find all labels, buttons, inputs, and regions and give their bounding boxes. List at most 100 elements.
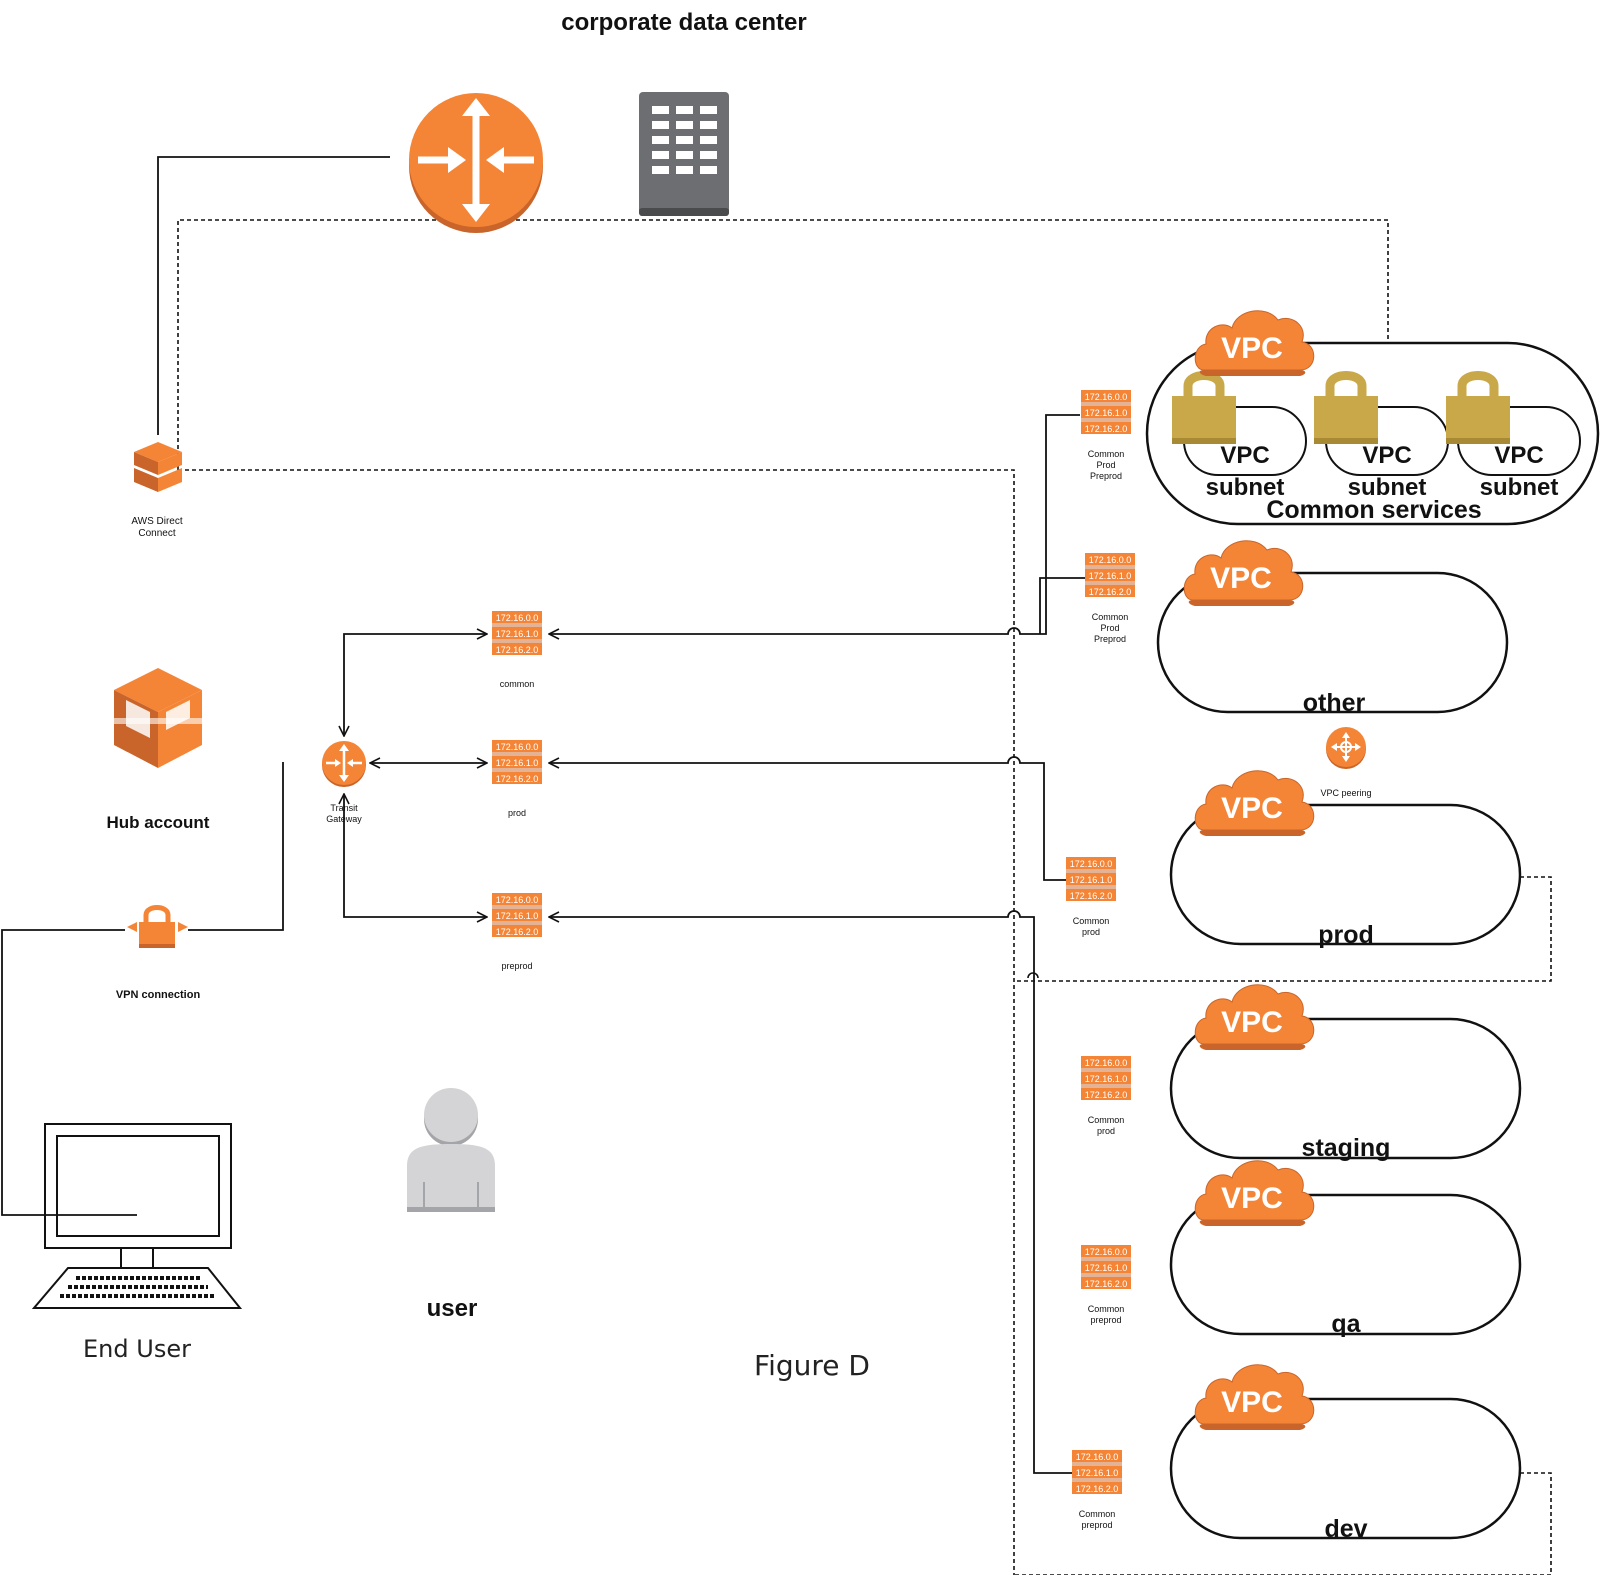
route-table-label: Common xyxy=(1088,449,1125,459)
route-table-label: Prod xyxy=(1100,623,1119,633)
end-user-label: End User xyxy=(83,1335,191,1363)
vpc-cloud-icon: VPC xyxy=(1194,770,1315,837)
vpc-prod: VPC prod xyxy=(1169,770,1522,949)
route-entry: 172.16.0.0 xyxy=(1089,555,1132,565)
computer-icon xyxy=(31,1123,243,1309)
route-table-label: preprod xyxy=(1090,1315,1121,1325)
subnet-label-line-2: subnet xyxy=(1348,474,1427,501)
vpc-route-table: 172.16.0.0 172.16.1.0 172.16.2.0CommonProd… xyxy=(1081,390,1131,481)
route-entry: 172.16.0.0 xyxy=(1076,1452,1119,1462)
route-table-label: Preprod xyxy=(1094,634,1126,644)
vpc-badge-label: VPC xyxy=(1221,1006,1283,1039)
route-table-label: Prod xyxy=(1096,460,1115,470)
aws-direct-connect-icon xyxy=(134,442,182,492)
vpn-connection-icon xyxy=(127,905,188,948)
route-entry: 172.16.2.0 xyxy=(1070,891,1113,901)
lock-icon xyxy=(1446,376,1510,445)
route-entry: 172.16.1.0 xyxy=(1085,1263,1128,1273)
vpc-name-label: other xyxy=(1303,689,1366,717)
server-rack-icon xyxy=(639,92,729,216)
vpn-connection-label: VPN connection xyxy=(116,989,201,1001)
aws-organization-icon xyxy=(114,668,202,768)
vpc-route-table: 172.16.0.0172.16.1.0172.16.2.0Commonprep… xyxy=(1081,1245,1131,1325)
vpc-subnet: VPC subnet xyxy=(1446,376,1581,501)
route-table-label: Common xyxy=(1079,1509,1116,1519)
route-entry: 172.16.1.0 xyxy=(1089,571,1132,581)
vpc-route-table: 172.16.0.0172.16.1.0172.16.2.0Commonprep… xyxy=(1072,1450,1122,1530)
route-entry: 172.16.2.0 xyxy=(496,927,539,937)
vpc-peering-icon xyxy=(1326,727,1366,769)
route-table-label: common xyxy=(500,679,535,689)
route-entry: 172.16.1.0 xyxy=(496,629,539,639)
user-label: user xyxy=(427,1295,478,1322)
route-entry: 172.16.0.0 xyxy=(1085,392,1128,402)
figure-label: Figure D xyxy=(754,1349,870,1382)
vpc-route-table: 172.16.0.0172.16.1.0172.16.2.0CommonProd… xyxy=(1085,553,1135,644)
subnet-label-line-2: subnet xyxy=(1480,474,1559,501)
tgw-route-table-preprod: 172.16.0.0 172.16.1.0 172.16.2.0 preprod xyxy=(492,893,542,971)
hub-account-label: Hub account xyxy=(107,813,210,832)
vpc-route-tables: 172.16.0.0172.16.1.0172.16.2.0CommonProd… xyxy=(1066,390,1135,1530)
route-entry: 172.16.1.0 xyxy=(496,911,539,921)
route-entry: 172.16.2.0 xyxy=(496,774,539,784)
vpc-cloud-icon: VPC xyxy=(1194,310,1315,377)
route-table-label: prod xyxy=(1082,927,1100,937)
route-table-label: Common xyxy=(1088,1115,1125,1125)
route-table-label: Common xyxy=(1088,1304,1125,1314)
transit-gateway-label-line-2: Gateway xyxy=(326,814,362,824)
route-table-label: prod xyxy=(1097,1126,1115,1136)
router-icon xyxy=(409,93,543,233)
vpc-name-label: dev xyxy=(1324,1515,1367,1543)
vpc-badge-label: VPC xyxy=(1221,792,1283,825)
route-entry: 172.16.2.0 xyxy=(1085,1090,1128,1100)
lock-icon xyxy=(1314,376,1378,445)
subnet-label-line-2: subnet xyxy=(1206,474,1285,501)
route-entry: 172.16.0.0 xyxy=(496,742,539,752)
vpc-badge-label: VPC xyxy=(1221,1386,1283,1419)
route-entry: 172.16.2.0 xyxy=(1085,1279,1128,1289)
transit-gateway-icon[interactable] xyxy=(322,741,366,787)
route-entry: 172.16.0.0 xyxy=(1070,859,1113,869)
vpc-staging: VPC staging xyxy=(1169,984,1522,1162)
route-table-label: preprod xyxy=(501,961,532,971)
route-entry: 172.16.1.0 xyxy=(1085,408,1128,418)
vpc-cloud-icon: VPC xyxy=(1183,540,1304,607)
route-entry: 172.16.1.0 xyxy=(1085,1074,1128,1084)
vpc-cloud-icon: VPC xyxy=(1194,1160,1315,1227)
route-entry: 172.16.1.0 xyxy=(1070,875,1113,885)
route-entry: 172.16.2.0 xyxy=(1085,424,1128,434)
route-table-label: Preprod xyxy=(1090,471,1122,481)
vpc-badge-label: VPC xyxy=(1210,562,1272,595)
connector-lines xyxy=(1,156,1085,1474)
transit-gateway-label-line-1: Transit xyxy=(330,803,358,813)
tgw-route-table-prod: 172.16.0.0 172.16.1.0 172.16.2.0 prod xyxy=(492,740,542,818)
vpc-cloud-icon: VPC xyxy=(1194,1364,1315,1431)
route-table-label: prod xyxy=(508,808,526,818)
subnet-label-line-1: VPC xyxy=(1220,442,1269,469)
route-entry: 172.16.2.0 xyxy=(1076,1484,1119,1494)
vpc-other: VPC other xyxy=(1156,540,1509,717)
vpc-name-label: prod xyxy=(1318,921,1374,949)
vpc-peering-label: VPC peering xyxy=(1320,788,1371,798)
route-entry: 172.16.0.0 xyxy=(1085,1058,1128,1068)
direct-connect-label-line-1: AWS Direct xyxy=(131,516,183,527)
route-entry: 172.16.0.0 xyxy=(496,895,539,905)
tgw-route-tables: 172.16.0.0 172.16.1.0 172.16.2.0 common 172.… xyxy=(492,611,542,971)
vpc-name-label: Common services xyxy=(1266,496,1481,524)
route-entry: 172.16.1.0 xyxy=(496,758,539,768)
route-table-label: Common xyxy=(1073,916,1110,926)
route-entry: 172.16.2.0 xyxy=(496,645,539,655)
vpc-name-label: staging xyxy=(1302,1134,1391,1162)
vpc-badge-label: VPC xyxy=(1221,332,1283,365)
subnet-label-line-1: VPC xyxy=(1494,442,1543,469)
vpc-dev: VPC dev xyxy=(1169,1364,1522,1543)
direct-connect-label-line-2: Connect xyxy=(138,528,175,539)
route-table-label: preprod xyxy=(1081,1520,1112,1530)
